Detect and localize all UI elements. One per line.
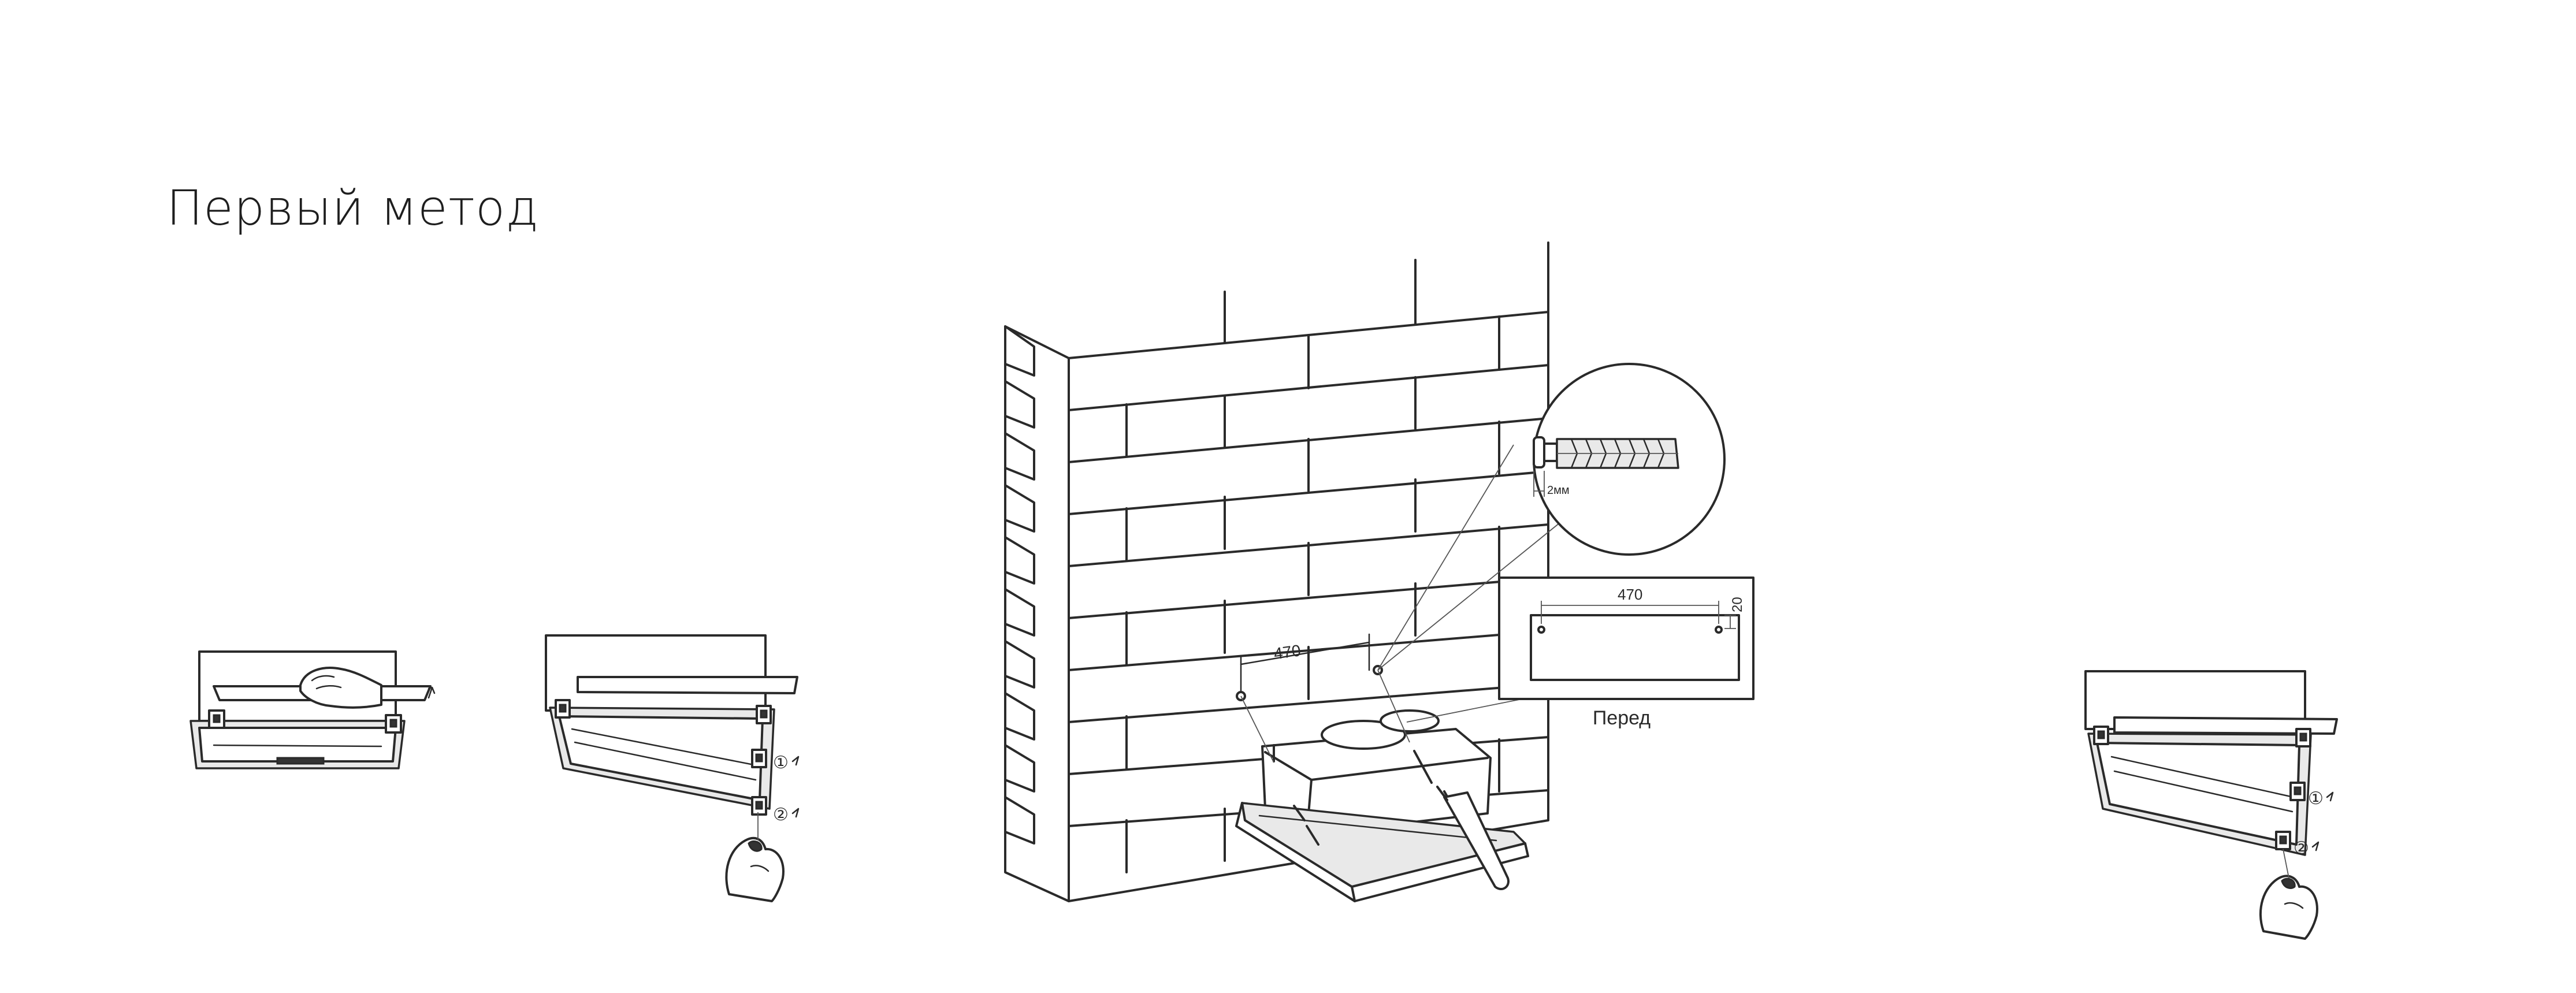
dowel-gap-label: 2мм [1547, 484, 1570, 497]
step-3-figure: ① ② [2084, 670, 2338, 940]
hand-icon [725, 837, 785, 902]
step-marker-2: ② [2294, 839, 2309, 858]
mounted-hood [1235, 670, 1529, 902]
template-offset-label: 20 [1730, 597, 1745, 612]
step-marker-2: ② [773, 805, 789, 824]
page-title: Первый метод [166, 180, 540, 236]
screwdriver-icon [1436, 786, 1510, 890]
dowel-detail: 2мм [1377, 363, 1726, 671]
hand-icon [299, 667, 382, 709]
wall-plug-icon [1533, 436, 1679, 469]
step-1-figure [189, 650, 436, 769]
wall-dimension-label: 470 [1273, 641, 1302, 663]
template-dimension-label: 470 [1618, 586, 1642, 603]
front-label: Перед [1593, 707, 1651, 729]
template-inset: 470 20 Перед [1406, 577, 1754, 729]
hand-icon [2259, 875, 2318, 940]
step-2-figure: ① ② [545, 634, 800, 902]
step-marker-1: ① [773, 753, 789, 772]
step-marker-1: ① [2308, 789, 2324, 808]
